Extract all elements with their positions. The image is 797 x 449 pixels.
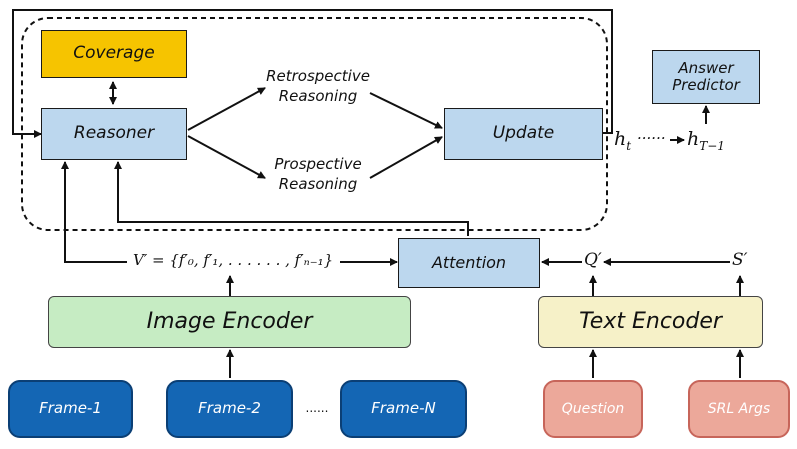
answer-predictor-label: Answer Predictor (672, 58, 740, 94)
update-label: Update (492, 123, 555, 144)
retrospective-reasoning-label: Retrospective Reasoning (258, 66, 378, 107)
attention-box: Attention (398, 238, 540, 288)
recurrence-arrow (12, 9, 613, 138)
q-prime-text: Q′ (584, 250, 602, 270)
srl-args-box: SRL Args (688, 380, 790, 438)
question-box: Question (543, 380, 643, 438)
text-encoder-box: Text Encoder (538, 296, 763, 348)
reasoner-to-retrospective-arrow (187, 87, 266, 131)
prospective-reasoning-text: Prospective Reasoning (274, 155, 362, 194)
answer-predictor-box: Answer Predictor (652, 50, 760, 104)
h-t-base: h (614, 128, 627, 150)
frame-2-box: Frame-2 (166, 380, 293, 438)
frames-ellipsis-text: ...... (305, 401, 329, 415)
q-prime-label: Q′ (584, 250, 602, 270)
question-label: Question (561, 400, 625, 417)
update-box: Update (444, 108, 603, 160)
h-T-base: h (687, 128, 700, 150)
h-t-label: ht (614, 128, 631, 153)
attention-to-reasoner-arrow (114, 161, 469, 236)
text-encoder-label: Text Encoder (579, 309, 722, 335)
frame-1-label: Frame-1 (39, 399, 102, 418)
s-prime-label: S′ (732, 250, 748, 270)
frame-n-box: Frame-N (340, 380, 467, 438)
image-encoder-box: Image Encoder (48, 296, 411, 348)
reasoner-to-prospective-arrow (187, 135, 266, 179)
prospective-reasoning-label: Prospective Reasoning (258, 154, 378, 195)
coverage-box: Coverage (41, 30, 187, 78)
srl-args-label: SRL Args (707, 400, 771, 417)
s-prime-text: S′ (732, 250, 748, 270)
reasoner-label: Reasoner (73, 123, 155, 144)
prospective-to-update-arrow (369, 136, 443, 179)
h-T-subscript: T−1 (699, 138, 725, 153)
retrospective-to-update-arrow (369, 92, 443, 129)
image-encoder-label: Image Encoder (146, 309, 313, 335)
dots-text: ······ (637, 129, 666, 147)
frames-ellipsis: ...... (300, 400, 334, 416)
frame-2-label: Frame-2 (198, 399, 261, 418)
v-prime-set: V′ = {f′₀, f′₁, . . . . . . , f′ₙ₋₁} (133, 251, 333, 269)
h-t-subscript: t (626, 138, 632, 153)
retrospective-reasoning-text: Retrospective Reasoning (266, 67, 370, 106)
coverage-label: Coverage (73, 43, 155, 64)
attention-label: Attention (431, 252, 507, 272)
h-T-label: hT−1 (687, 128, 725, 153)
reasoner-box: Reasoner (41, 108, 187, 160)
v-to-reasoner-arrow (61, 161, 127, 263)
frame-1-box: Frame-1 (8, 380, 133, 438)
frame-n-label: Frame-N (371, 399, 436, 418)
v-prime-text: V′ = {f′₀, f′₁, . . . . . . , f′ₙ₋₁} (133, 251, 334, 269)
dots-label: ······ (637, 129, 666, 147)
